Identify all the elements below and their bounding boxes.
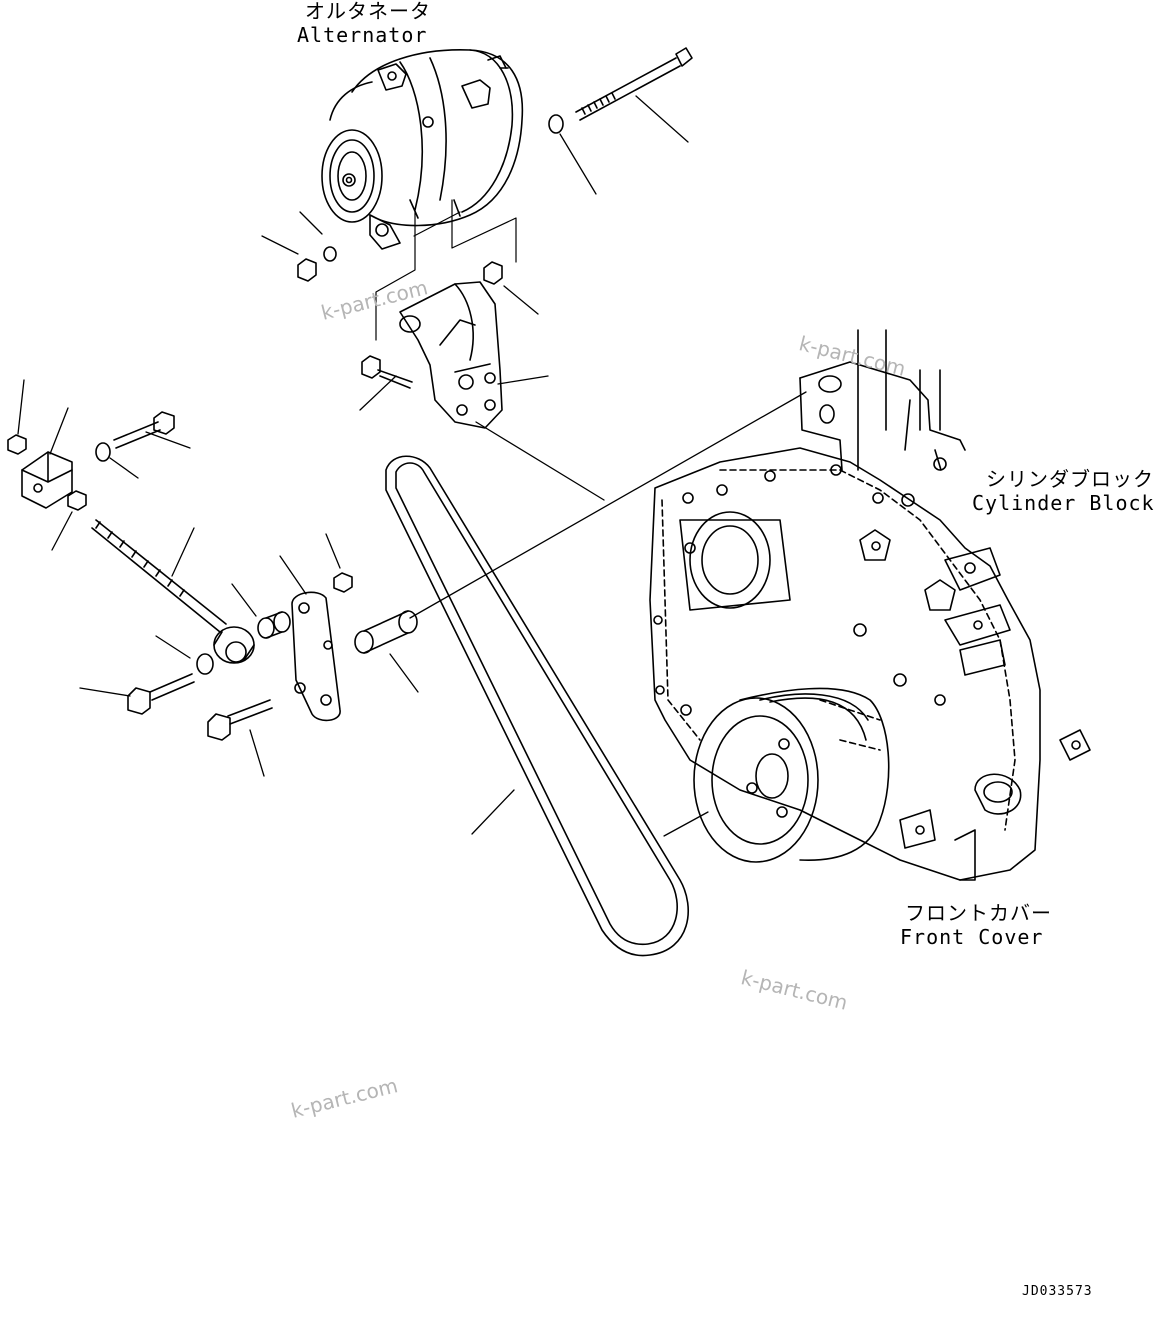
washer-left — [324, 247, 336, 261]
adjust-bolt-short — [114, 412, 174, 448]
alternator-bracket — [400, 282, 502, 428]
leader-lines — [18, 96, 806, 836]
alternator-label-en: Alternator — [297, 23, 428, 47]
cylinder-block-label-en: Cylinder Block — [972, 491, 1155, 515]
adjust-block — [22, 452, 72, 508]
washer-adjust — [96, 443, 110, 461]
v-belt — [386, 456, 688, 955]
spacer-small — [258, 612, 290, 638]
crank-pulley — [694, 688, 889, 862]
small-nut-a — [8, 435, 26, 454]
cylinder-block-label-jp: シリンダブロック — [986, 467, 1154, 491]
alternator-long-bolt — [576, 48, 692, 120]
washer-lower — [197, 654, 213, 674]
nut-plate — [334, 573, 352, 592]
spacer-long — [355, 611, 417, 653]
front-cover-label-en: Front Cover — [900, 925, 1044, 949]
drawing-code: JD033573 — [1022, 1284, 1093, 1299]
adjusting-rod — [92, 520, 254, 663]
small-nut-b — [68, 491, 86, 510]
alternator-label-jp: オルタネータ — [305, 0, 431, 23]
bracket-bolt — [362, 356, 412, 388]
nut-left — [298, 259, 316, 281]
washer-top — [549, 115, 563, 133]
bolt-plate — [208, 700, 272, 740]
adjust-plate — [292, 592, 340, 720]
front-cover-label-jp: フロントカバー — [905, 901, 1052, 925]
nut-right — [484, 262, 502, 284]
cylinder-block-and-front-cover — [650, 330, 1090, 880]
bolt-lower-left — [128, 674, 194, 714]
leader-lines-alternator — [376, 200, 516, 340]
alternator — [322, 50, 522, 249]
